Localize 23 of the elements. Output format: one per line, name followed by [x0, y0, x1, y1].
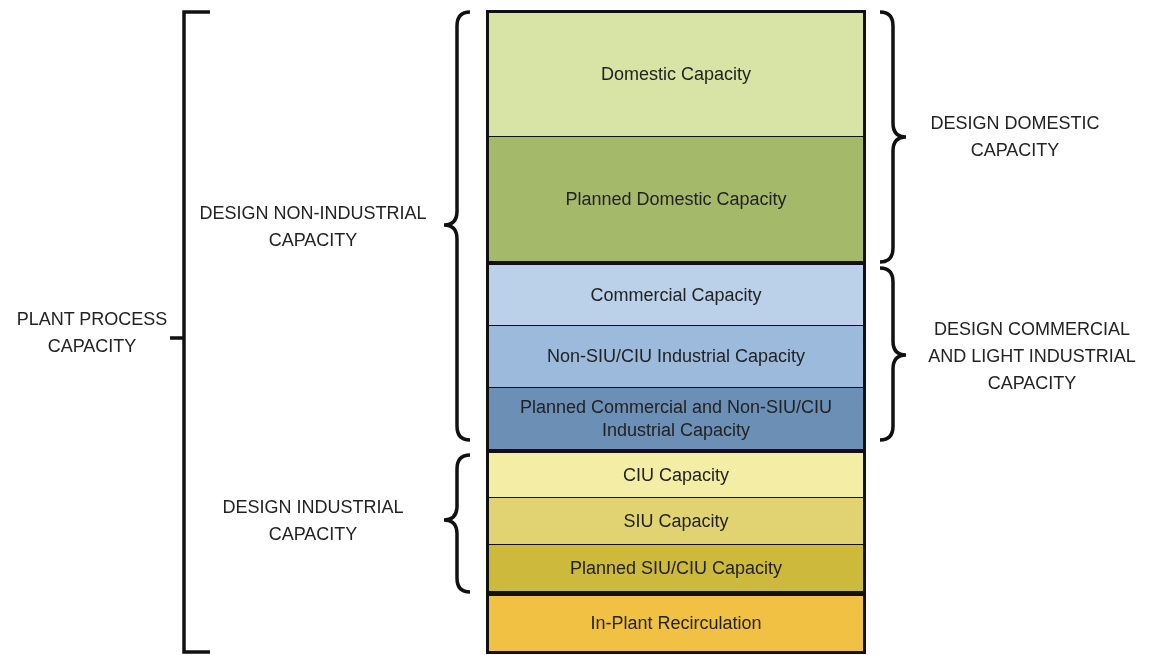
capacity-segment	[489, 13, 863, 136]
segment-label: Planned Domestic Capacity	[565, 187, 787, 211]
capacity-segment	[489, 265, 863, 325]
segment-label: Planned SIU/CIU Capacity	[569, 556, 783, 580]
capacity-segment	[489, 596, 863, 651]
segment-label: In-Plant Recirculation	[590, 612, 762, 635]
segment-label: Commercial Capacity	[590, 283, 762, 307]
capacity-segment	[489, 453, 863, 497]
bracket-label: DESIGN COMMERCIAL AND LIGHT INDUSTRIAL CAPACITY	[927, 317, 1137, 395]
segment-label: Planned Commercial and Non-SIU/CIU Industrial Capacity	[518, 396, 834, 441]
bracket-label: DESIGN NON-INDUSTRIAL CAPACITY	[198, 202, 428, 252]
capacity-segment	[489, 388, 863, 449]
bracket-label: DESIGN DOMESTIC CAPACITY	[929, 112, 1101, 162]
bracket-label: DESIGN INDUSTRIAL CAPACITY	[221, 496, 405, 546]
capacity-segment	[489, 545, 863, 591]
segment-label: SIU Capacity	[623, 509, 729, 533]
capacity-segment	[489, 498, 863, 544]
bracket-label: PLANT PROCESS CAPACITY	[15, 308, 169, 358]
capacity-segment	[489, 137, 863, 261]
segment-label: Domestic Capacity	[600, 63, 751, 86]
segment-label: CIU Capacity	[623, 463, 729, 487]
segment-label: Non-SIU/CIU Industrial Capacity	[546, 345, 806, 368]
capacity-segment	[489, 326, 863, 387]
